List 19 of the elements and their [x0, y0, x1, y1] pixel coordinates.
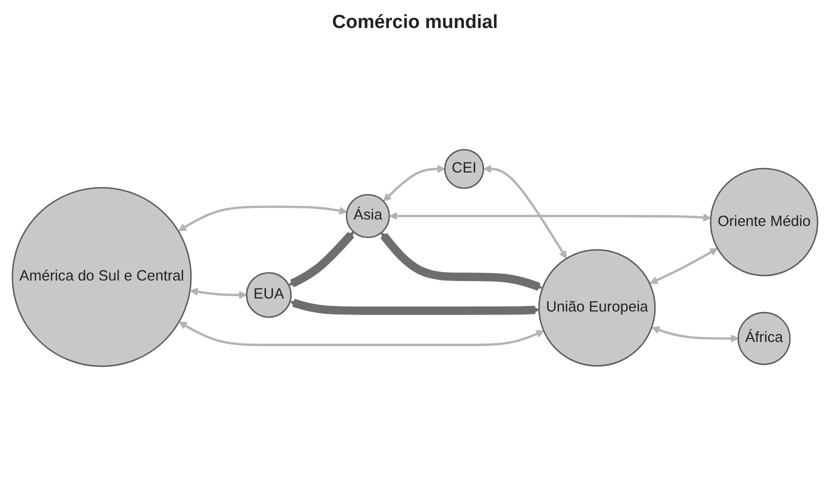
arrow [288, 232, 354, 288]
arrow [383, 164, 446, 202]
arrow [380, 232, 542, 291]
arrow [178, 206, 348, 232]
diagram-title: Comércio mundial [332, 12, 498, 34]
arrow [389, 212, 712, 222]
arrow [190, 288, 247, 300]
arrow [650, 248, 718, 284]
node-circle: África [738, 312, 791, 366]
node-circle: Ásia [346, 194, 390, 238]
arrow [483, 164, 567, 259]
node-circle: CEI [444, 148, 484, 189]
node-circle: América do Sul e Central [12, 187, 192, 368]
arrow [290, 298, 540, 315]
node-circle: Oriente Médio [710, 168, 818, 276]
node-circle: EUA [246, 272, 292, 318]
arrow [652, 326, 739, 343]
node-circle: União Europeia [538, 249, 656, 367]
arrow [178, 322, 544, 346]
